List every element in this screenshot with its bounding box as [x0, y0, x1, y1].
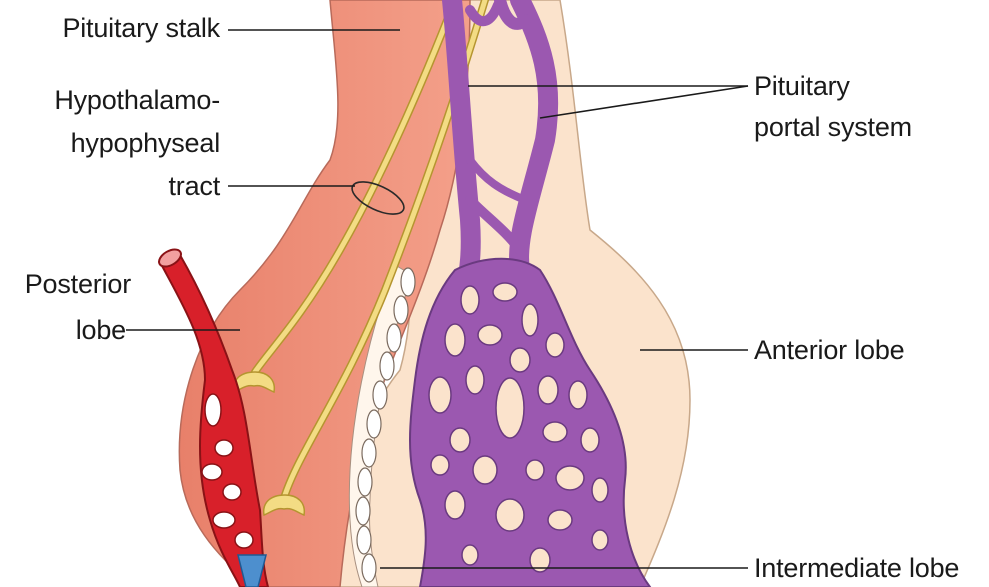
label-portal-line2: portal system — [754, 111, 912, 143]
label-anterior-lobe: Anterior lobe — [754, 334, 905, 366]
label-posterior-line2: lobe — [0, 314, 126, 346]
label-pituitary-stalk: Pituitary stalk — [20, 12, 220, 44]
label-hypothalamo-line1: Hypothalamo- — [10, 84, 220, 116]
label-hypothalamo-line3: tract — [10, 170, 220, 202]
label-portal-line1: Pituitary — [754, 70, 850, 102]
label-posterior-line1: Posterior — [0, 268, 131, 300]
label-hypothalamo-line2: hypophyseal — [10, 127, 220, 159]
label-intermediate-lobe: Intermediate lobe — [754, 552, 959, 584]
